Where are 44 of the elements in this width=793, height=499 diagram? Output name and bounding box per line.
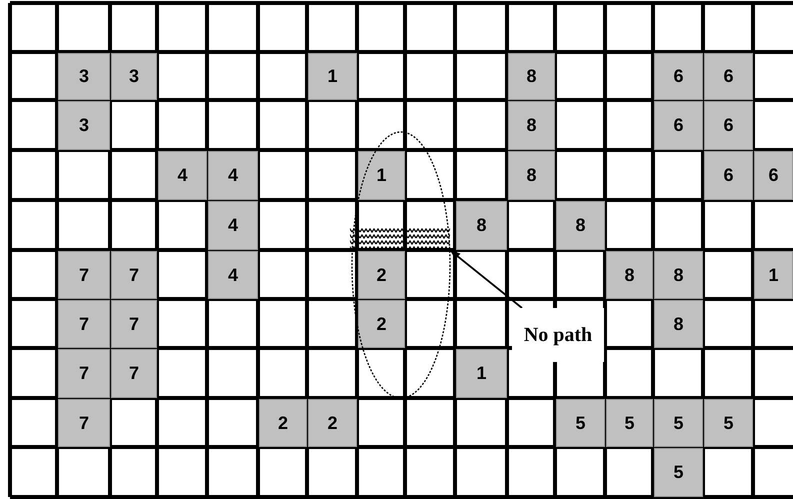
shaded-number-cell: 4 xyxy=(208,201,258,250)
shaded-number-cell: 2 xyxy=(259,399,307,447)
shaded-number-cell: 1 xyxy=(456,349,507,398)
shaded-number-cell: 8 xyxy=(606,251,653,299)
shaded-number-cell: 5 xyxy=(654,448,703,497)
wavy-barrier xyxy=(350,228,450,250)
shaded-number-cell: 7 xyxy=(58,251,110,299)
shaded-number-cell: 7 xyxy=(111,349,157,398)
shaded-number-cell: 5 xyxy=(704,399,753,447)
shaded-number-cell: 1 xyxy=(308,53,357,100)
shaded-number-cell: 3 xyxy=(111,53,157,100)
shaded-number-cell: 7 xyxy=(58,300,110,348)
shaded-number-cell: 6 xyxy=(654,53,703,100)
shaded-number-cell: 7 xyxy=(111,251,157,299)
shaded-number-cell: 8 xyxy=(508,53,555,100)
shaded-number-cell: 6 xyxy=(704,101,753,150)
shaded-number-cell: 8 xyxy=(508,151,555,200)
shaded-number-cell: 8 xyxy=(654,300,703,348)
shaded-number-cell: 8 xyxy=(556,201,605,250)
shaded-number-cell: 3 xyxy=(58,53,110,100)
shaded-number-cell: 8 xyxy=(456,201,507,250)
shaded-number-cell: 6 xyxy=(654,101,703,150)
shaded-number-cell: 6 xyxy=(754,151,793,200)
annotation-label: No path xyxy=(512,308,604,362)
shaded-number-cell: 4 xyxy=(158,151,207,200)
shaded-number-cell: 5 xyxy=(606,399,653,447)
shaded-number-cell: 1 xyxy=(358,151,405,200)
shaded-number-cell: 7 xyxy=(111,300,157,348)
shaded-number-cell: 8 xyxy=(508,101,555,150)
shaded-number-cell: 4 xyxy=(208,251,258,299)
shaded-number-cell: 2 xyxy=(308,399,357,447)
shaded-number-cell: 5 xyxy=(556,399,605,447)
shaded-number-cell: 6 xyxy=(704,151,753,200)
shaded-number-cell: 2 xyxy=(358,300,405,348)
arrow xyxy=(450,250,523,309)
shaded-number-cell: 6 xyxy=(704,53,753,100)
shaded-number-cell: 1 xyxy=(754,251,793,299)
shaded-number-cell: 4 xyxy=(208,151,258,200)
shaded-number-cell: 2 xyxy=(358,251,405,299)
shaded-number-cell: 5 xyxy=(654,399,703,447)
shaded-number-cell: 3 xyxy=(58,101,110,150)
shaded-number-cell: 7 xyxy=(58,349,110,398)
shaded-number-cell: 8 xyxy=(654,251,703,299)
shaded-number-cell: 7 xyxy=(58,399,110,447)
